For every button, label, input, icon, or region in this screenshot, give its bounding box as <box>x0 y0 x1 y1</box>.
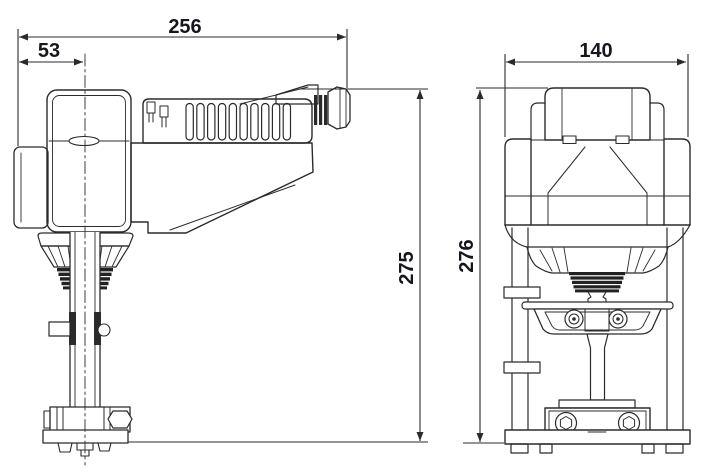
base-plate <box>504 429 691 454</box>
coupling-nut <box>107 410 133 429</box>
terminal-cover <box>142 98 313 144</box>
dim-label-height-front: 276 <box>456 239 478 272</box>
pillar-tab-upper <box>503 286 541 299</box>
gland-threads <box>314 95 328 125</box>
cap-shoulder-right <box>649 102 665 141</box>
cap-shoulder-left <box>530 102 546 141</box>
dim-label-overall-length: 256 <box>168 16 201 38</box>
cover-clip-right <box>615 135 630 145</box>
extension-lines <box>17 29 689 444</box>
housing-wing-right <box>663 138 691 226</box>
pillar-tab-lower <box>503 361 541 374</box>
front-face <box>504 146 691 226</box>
stem-coupling <box>42 406 133 457</box>
housing-wing-left <box>504 138 532 226</box>
dim-label-stem-offset: 53 <box>38 40 60 62</box>
dim-label-height-side: 275 <box>396 251 418 284</box>
front-view <box>503 87 691 454</box>
cover-clip-left <box>562 135 577 145</box>
actuator-cap <box>544 87 651 141</box>
dimension-annotations: 256 53 275 276 140 <box>17 16 689 444</box>
cover-clips <box>146 101 169 128</box>
front-valve-stem <box>586 333 609 401</box>
cable-gland <box>239 84 351 130</box>
mounting-pillars <box>511 227 684 431</box>
yoke-bolt-right <box>608 309 628 329</box>
rear-housing-block <box>13 146 49 229</box>
yoke <box>521 301 674 341</box>
cooling-slots <box>185 102 292 141</box>
lower-housing <box>130 142 314 234</box>
position-indicator-window <box>68 135 100 147</box>
gland-nut <box>327 86 351 130</box>
dim-label-width-front: 140 <box>579 40 612 62</box>
yoke-bolt-left <box>564 309 584 329</box>
stroke-indicator <box>48 312 111 345</box>
actuator-neck-housing <box>46 89 132 233</box>
front-bellows <box>569 272 625 293</box>
valve-bonnet-flange <box>42 429 129 444</box>
side-view <box>13 53 351 466</box>
front-skirt <box>504 224 691 274</box>
